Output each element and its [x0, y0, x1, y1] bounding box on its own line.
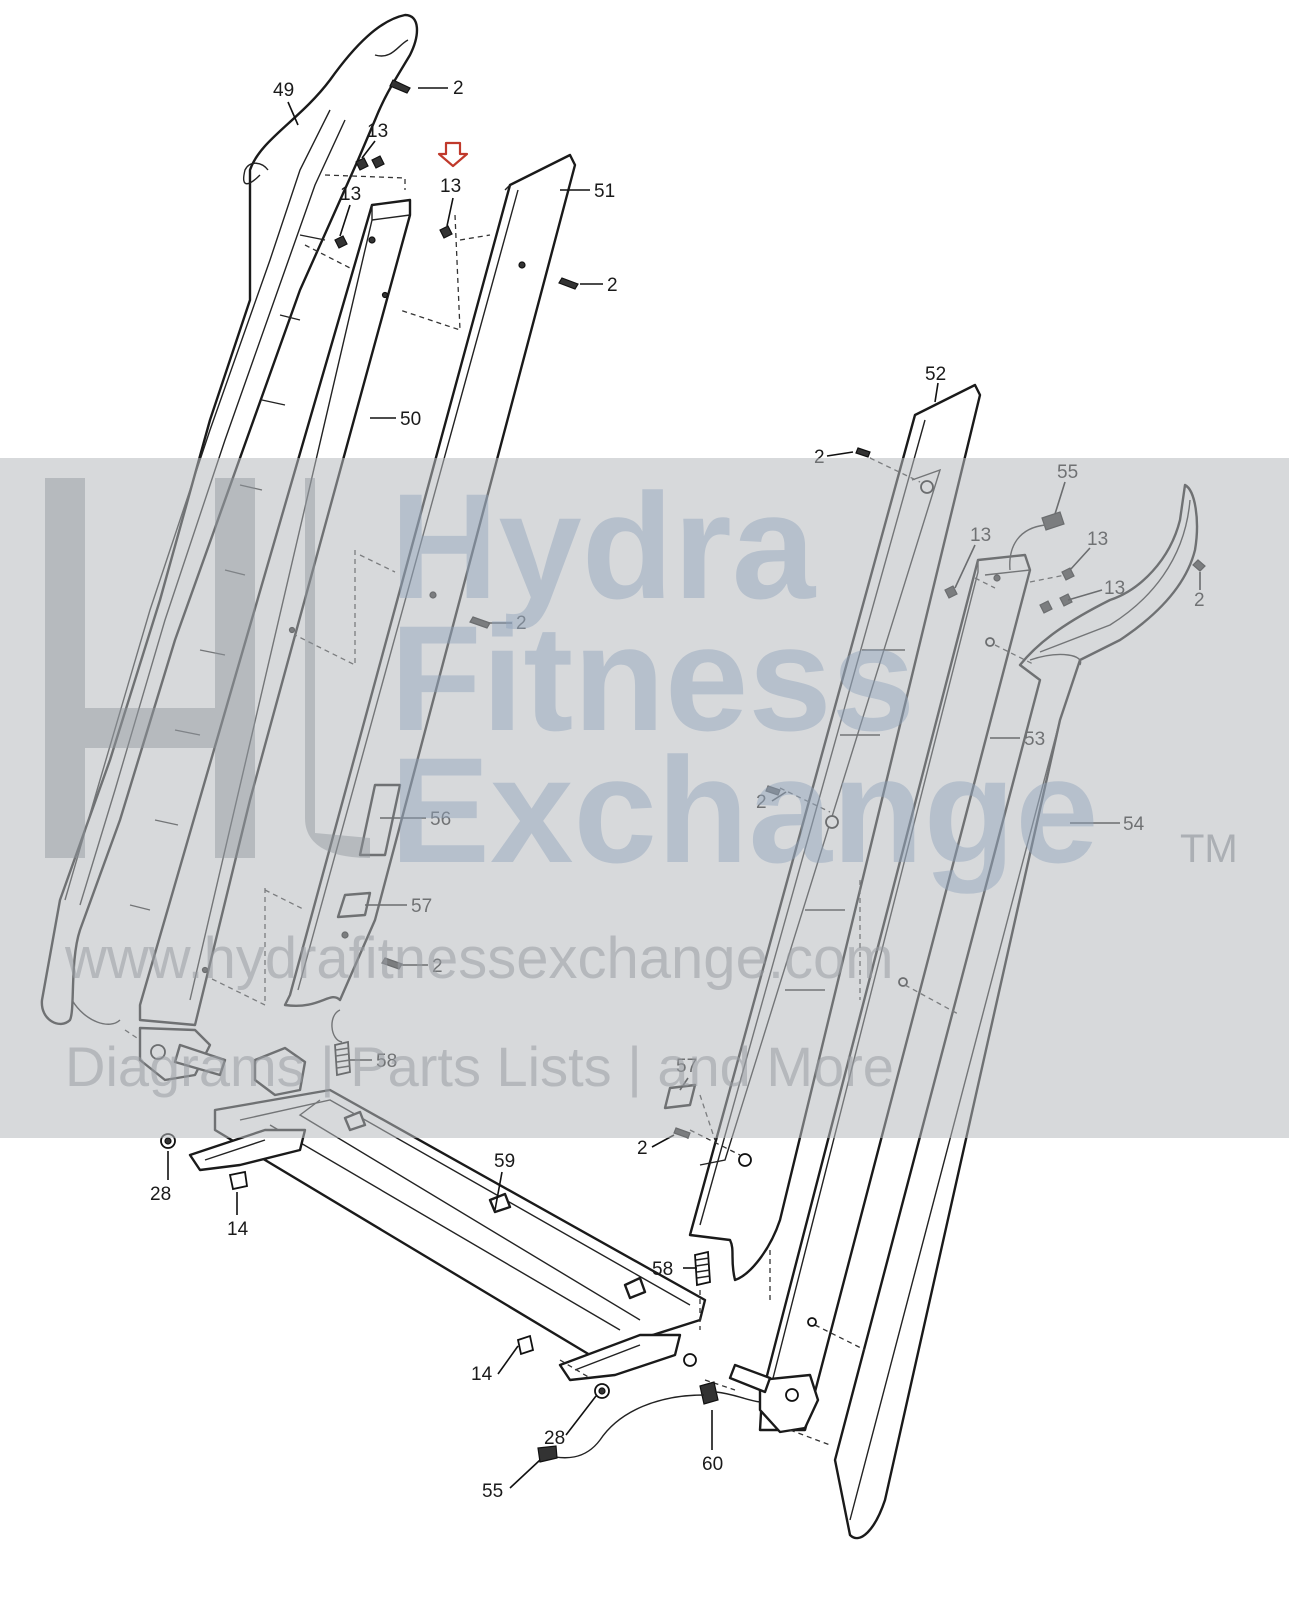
- watermark-tagline: Diagrams | Parts Lists | and More: [65, 1035, 894, 1098]
- callout-13: 13: [340, 184, 361, 205]
- watermark-url: www.hydrafitnessexchange.com: [64, 926, 894, 991]
- watermark: Hydra Fitness Exchange TM www.hydrafitne…: [0, 458, 1289, 1138]
- callout-2: 2: [814, 447, 825, 468]
- callout-50: 50: [400, 409, 421, 430]
- watermark-logo: [45, 478, 370, 858]
- callout-2: 2: [607, 275, 618, 296]
- callout-28: 28: [544, 1428, 565, 1449]
- watermark-line-2: Fitness: [390, 594, 915, 762]
- callout-59: 59: [494, 1151, 515, 1172]
- callout-14: 14: [227, 1219, 249, 1240]
- callout-28: 28: [150, 1184, 171, 1205]
- callout-55: 55: [482, 1481, 503, 1502]
- watermark-line-3: Exchange: [390, 726, 1099, 894]
- callout-60: 60: [702, 1454, 723, 1475]
- callout-52: 52: [925, 364, 946, 385]
- arrow-down-outline-icon: [437, 141, 469, 168]
- callout-13: 13: [440, 176, 461, 197]
- callout-51: 51: [594, 181, 615, 202]
- callout-14: 14: [471, 1364, 493, 1385]
- callout-2: 2: [637, 1138, 648, 1159]
- callout-58: 58: [652, 1259, 673, 1280]
- callout-13: 13: [367, 121, 388, 142]
- watermark-band: [0, 458, 1289, 1138]
- callout-49: 49: [273, 80, 294, 101]
- watermark-tm: TM: [1180, 827, 1238, 871]
- callout-2: 2: [453, 78, 464, 99]
- watermark-line-1: Hydra: [390, 462, 817, 630]
